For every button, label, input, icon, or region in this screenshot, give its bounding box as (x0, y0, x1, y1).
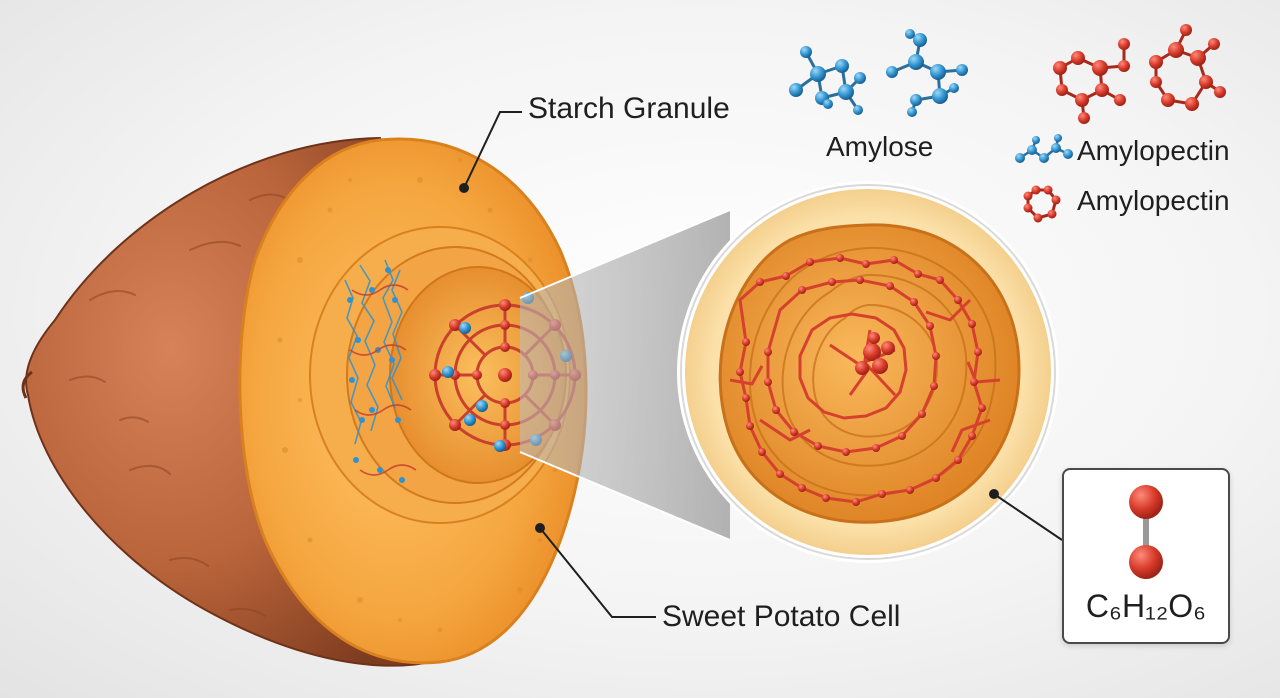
magnified-granule (677, 181, 1059, 563)
zoom-cone (520, 210, 730, 540)
zoom-granule-body (718, 223, 1021, 524)
flesh-speckles (277, 158, 563, 633)
label-amylopectin-red: Amylopectin (1077, 185, 1230, 216)
amylopectin-molecule-icon-1 (1053, 38, 1130, 124)
label-starch-granule: Starch Granule (528, 92, 730, 125)
zoom-chain-beads (736, 254, 986, 506)
potato-tip (21, 370, 33, 399)
amylose-molecule-icon-1 (789, 46, 866, 115)
leader-formula (993, 493, 1063, 541)
leader-sweet-potato-cell (539, 527, 656, 618)
label-sweet-potato-cell: Sweet Potato Cell (662, 600, 901, 633)
legend-red-ring-icon (1023, 185, 1061, 223)
glucose-formula: C₆H₁₂O₆ (1085, 588, 1207, 624)
leader-lines (459, 111, 1063, 618)
zoom-core-cluster (855, 332, 895, 375)
sweet-potato (21, 136, 588, 667)
amylopectin-molecule-icon-2 (1149, 24, 1226, 111)
leader-starch-granule (463, 111, 522, 189)
zoom-edge-bottom (519, 451, 731, 541)
label-amylopectin-blue: Amylopectin (1077, 135, 1230, 166)
skin-texture (69, 193, 286, 617)
amylose-network (344, 259, 403, 445)
amylopectin-network-outer (349, 284, 417, 476)
zoom-edge-top (519, 209, 731, 299)
glucose-molecule-icon (1129, 485, 1163, 579)
label-amylose: Amylose (826, 131, 934, 162)
glucose-formula-box: C₆H₁₂O₆ (1062, 468, 1230, 644)
amylose-molecule-icon-2 (886, 29, 968, 117)
legend-blue-chain-icon (1015, 134, 1073, 163)
